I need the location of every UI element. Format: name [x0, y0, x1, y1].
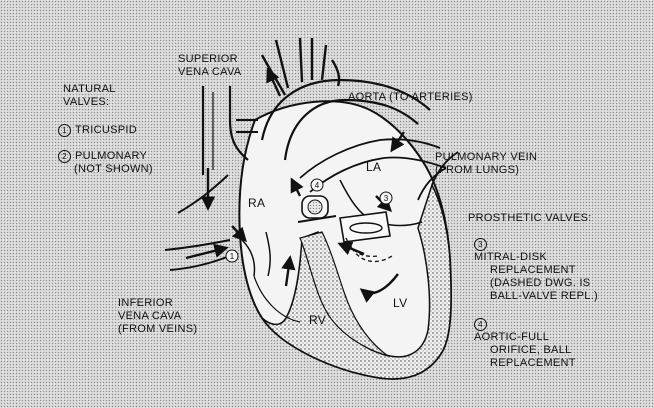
number-1-marker: 1 — [58, 124, 71, 137]
chamber-ra: RA — [248, 197, 265, 210]
pulmonary-vein-label: PULMONARY VEIN (FROM LUNGS) — [435, 151, 537, 177]
prosthetic-valves-heading: PROSTHETIC VALVES: — [468, 212, 592, 225]
arterial-branches — [262, 38, 339, 95]
natural-valves-heading: NATURAL VALVES: — [63, 83, 116, 109]
number-2-marker: 2 — [58, 150, 71, 163]
inferior-vena-cava-label: INFERIOR VENA CAVA (FROM VEINS) — [118, 297, 197, 336]
marker-aortic: 4 — [315, 181, 320, 190]
marker-mitral: 3 — [384, 194, 389, 203]
superior-vena-cava-label: SUPERIOR VENA CAVA — [178, 53, 241, 79]
chamber-lv: LV — [393, 297, 407, 310]
aorta-label: AORTA (TO ARTERIES) — [348, 91, 473, 104]
number-3-marker: 3 — [474, 238, 487, 251]
marker-tricuspid: 1 — [230, 252, 235, 261]
chamber-rv: RV — [309, 314, 326, 327]
superior-vena-cava — [203, 86, 248, 175]
number-4-marker: 4 — [474, 318, 487, 331]
chamber-la: LA — [366, 161, 381, 174]
